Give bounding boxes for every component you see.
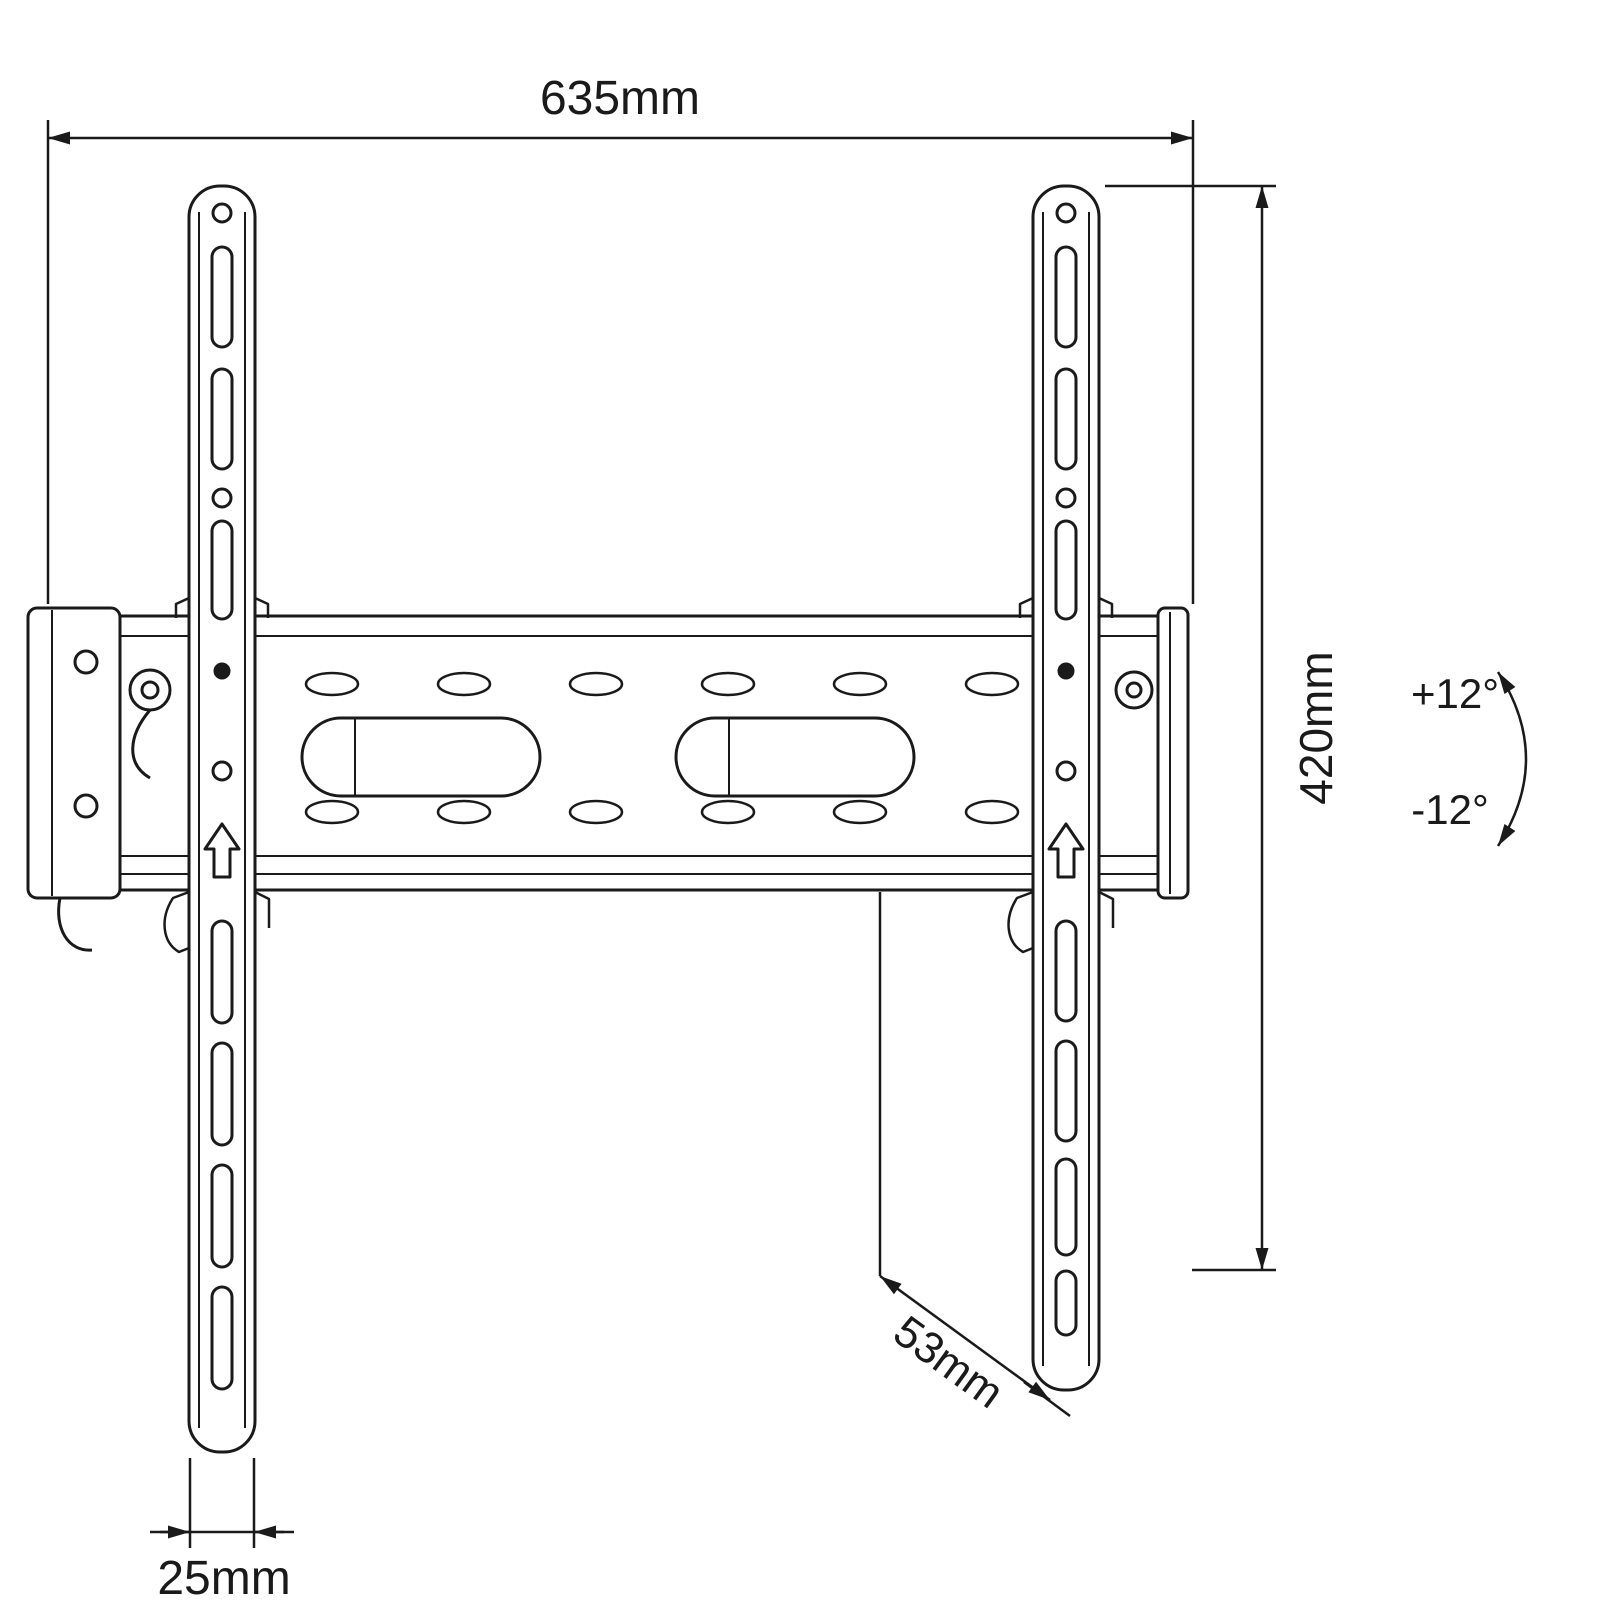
plate-left-end-cap: [26, 606, 122, 900]
plate-slot-row-top: [304, 671, 1020, 697]
depth-dimension-label: 53mm: [885, 1307, 1013, 1418]
width-dimension-label: 635mm: [540, 72, 700, 125]
right-rail-clips: [1007, 596, 1115, 954]
left-rail-body: [187, 184, 257, 1454]
left-rail-screw: [213, 662, 231, 680]
dimension-depth: [878, 892, 1071, 1418]
left-rail: [163, 184, 271, 1454]
dimension-width: [46, 120, 1195, 604]
left-rail-clips: [163, 596, 271, 954]
dimension-labels: 635mm 420mm +12° -12° 25mm 53mm: [157, 72, 1499, 1600]
left-rail-hole: [211, 202, 233, 224]
wall-plate: [26, 606, 1190, 952]
right-rail-body: [1031, 184, 1101, 1392]
plate-right-end-cap: [1156, 606, 1190, 900]
tilt-knob-right: [1114, 670, 1154, 710]
height-dimension-label: 420mm: [1290, 651, 1342, 804]
dimension-height: [1105, 184, 1276, 1272]
dimension-rail-width: [150, 1458, 294, 1548]
right-rail-hole: [1055, 202, 1077, 224]
plate-slot-row-bottom: [304, 799, 1020, 825]
tilt-arc-arrow: [1496, 671, 1528, 847]
right-rail-screw: [1057, 662, 1075, 680]
tilt-up-label: +12°: [1411, 670, 1499, 717]
left-cap-hole-top: [73, 649, 99, 675]
tilt-knob-left: [128, 668, 172, 780]
dimension-lines: [46, 120, 1528, 1548]
plate-center-cutouts: [300, 716, 916, 798]
left-cap-hook: [57, 897, 93, 952]
right-rail: [1007, 184, 1115, 1392]
rail-width-dimension-label: 25mm: [157, 1552, 290, 1600]
left-cap-hole-bottom: [73, 793, 99, 819]
right-rail-up-arrow: [1047, 822, 1085, 879]
left-rail-up-arrow: [203, 822, 241, 879]
tilt-down-label: -12°: [1411, 786, 1489, 833]
